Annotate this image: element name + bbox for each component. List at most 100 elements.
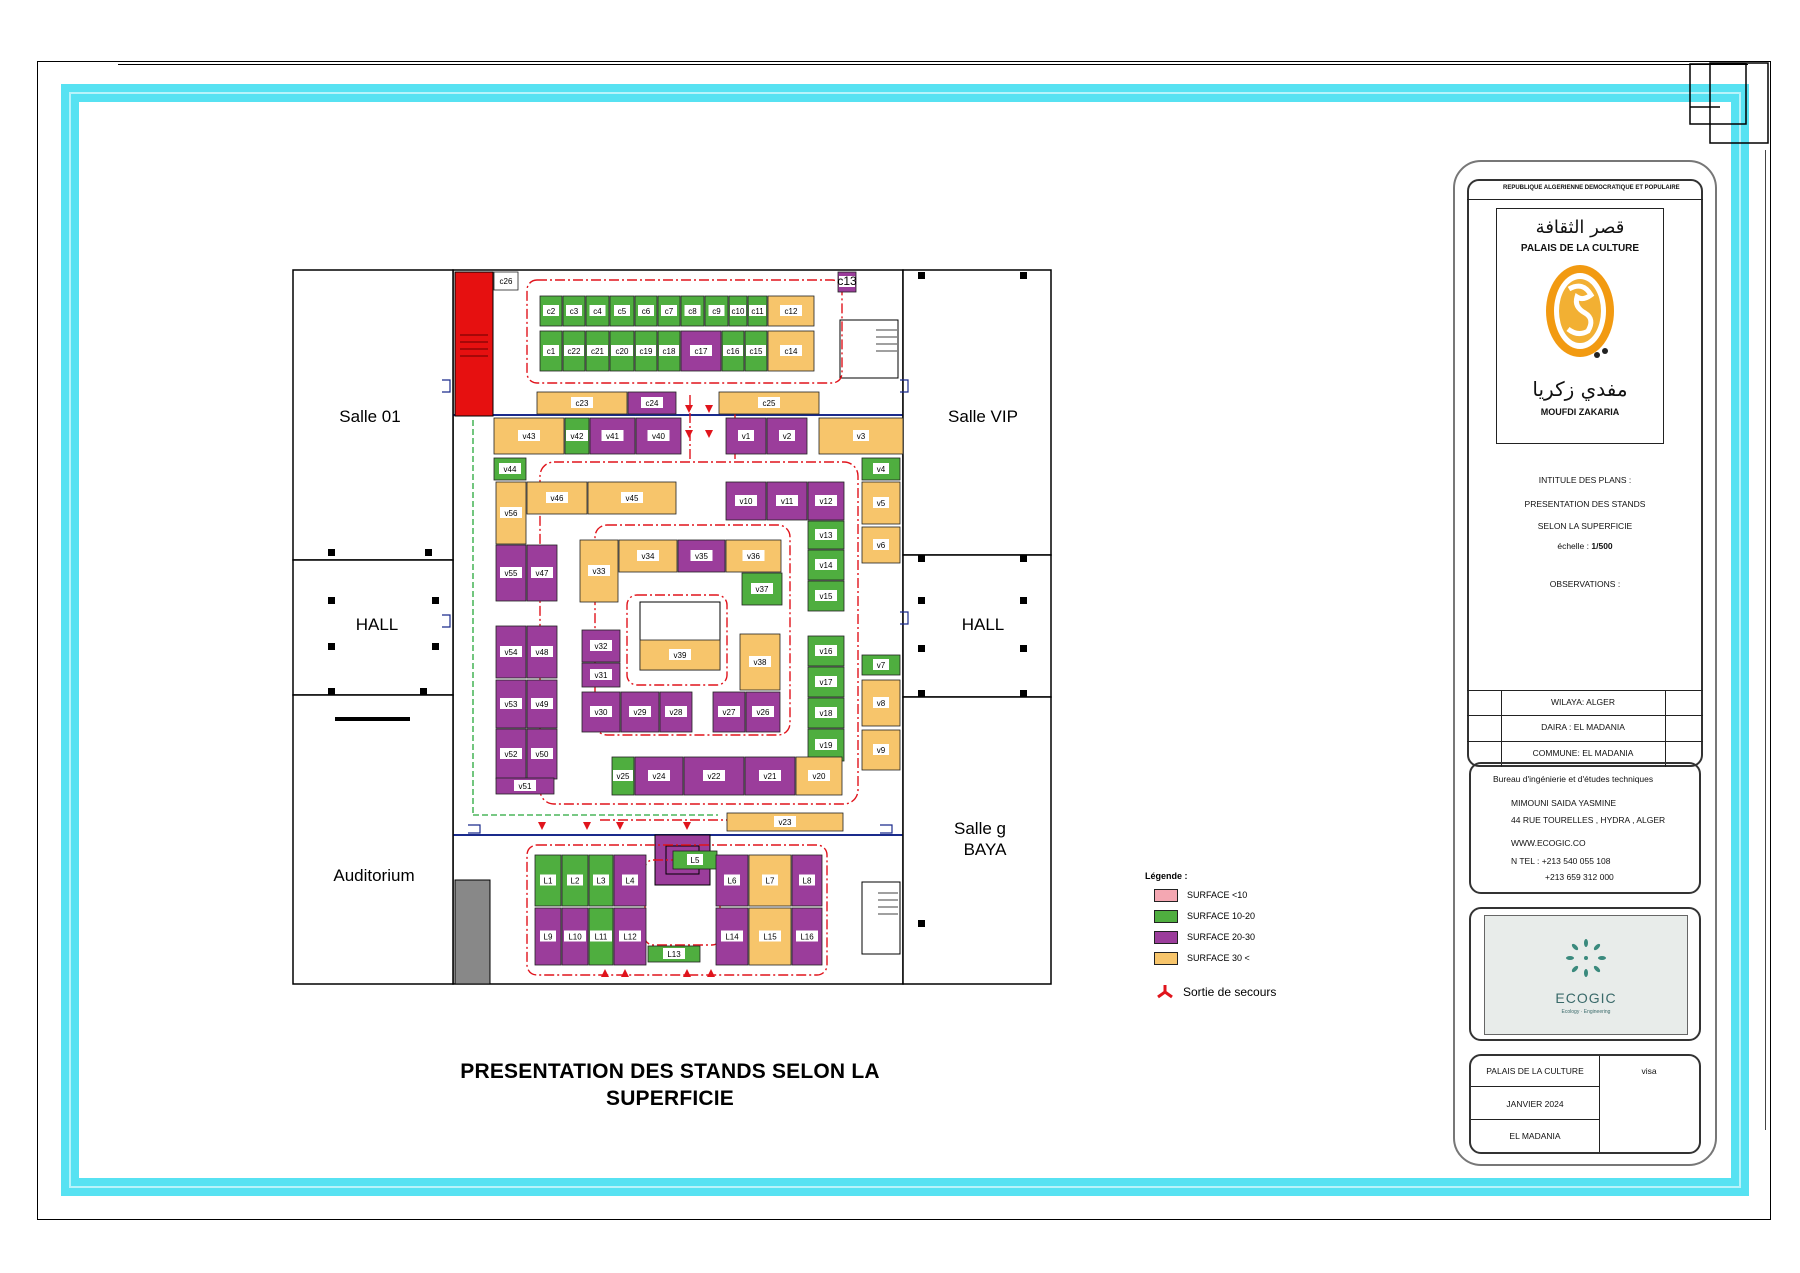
stand-c2: c2 xyxy=(539,295,563,327)
stand-v3: v3 xyxy=(818,417,904,455)
stand-label: c6 xyxy=(642,307,651,316)
stand-c4: c4 xyxy=(585,295,610,327)
stand-l1: L1 xyxy=(534,854,562,907)
stand-label: v4 xyxy=(877,465,886,474)
stand-label: v13 xyxy=(820,531,833,540)
stand-label: c23 xyxy=(576,399,589,408)
stand-v7: v7 xyxy=(861,654,901,676)
stand-label: L15 xyxy=(763,933,777,942)
corner-marks xyxy=(1689,62,1769,144)
stand-c24: c24 xyxy=(627,391,677,415)
stand-l9: L9 xyxy=(534,907,562,966)
stand-label: c4 xyxy=(593,307,602,316)
legend-item: SURFACE 30 < xyxy=(1154,951,1250,965)
evacuation-path xyxy=(472,420,718,816)
plan-name-line1: PRESENTATION DES STANDS xyxy=(1524,499,1646,509)
stand-label: c20 xyxy=(616,347,629,356)
stand-c19: c19 xyxy=(634,330,658,372)
stand-label: v29 xyxy=(634,708,647,717)
stand-label: v17 xyxy=(820,678,833,687)
stand-v1: v1 xyxy=(725,417,767,455)
date-text: JANVIER 2024 xyxy=(1506,1099,1564,1109)
exit-legend-label: Sortie de secours xyxy=(1183,985,1277,999)
stand-label: v43 xyxy=(523,432,536,441)
stand-label: v35 xyxy=(695,552,708,561)
stand-label: c8 xyxy=(688,307,697,316)
stand-c8: c8 xyxy=(680,295,705,327)
stand-label: v30 xyxy=(595,708,608,717)
stand-label: v21 xyxy=(764,772,777,781)
room-label-hall-left: HALL xyxy=(356,615,399,634)
stand-label: v47 xyxy=(536,569,549,578)
stand-label: v6 xyxy=(877,541,886,550)
legend-label: SURFACE 20-30 xyxy=(1187,932,1256,942)
stand-v27: v27 xyxy=(712,691,746,733)
stand-v11: v11 xyxy=(766,481,808,521)
stand-label: v28 xyxy=(670,708,683,717)
stand-c11: c11 xyxy=(747,295,768,327)
room-hall-left-outline xyxy=(292,559,454,696)
logo-french: PALAIS DE LA CULTURE xyxy=(1520,243,1640,254)
legend-item: SURFACE <10 xyxy=(1154,888,1247,902)
stand-label: v39 xyxy=(674,651,687,660)
room-salle01-outline xyxy=(292,269,454,561)
room-label-baya-line1: Salle g xyxy=(954,819,1006,838)
room-hall-right-outline xyxy=(902,554,1052,698)
stand-l14: L14 xyxy=(715,907,749,966)
stand-v33: v33 xyxy=(579,539,619,603)
plan-title-line2: SUPERFICIE xyxy=(605,1087,735,1110)
stand-label: v7 xyxy=(877,661,886,670)
stand-v31: v31 xyxy=(581,662,621,688)
stand-label: v20 xyxy=(813,772,826,781)
legend-item: SURFACE 20-30 xyxy=(1154,930,1255,944)
stand-v51: v51 xyxy=(495,777,555,795)
stand-label: v3 xyxy=(857,432,866,441)
stand-label: c14 xyxy=(785,347,798,356)
stand-l5: L5 xyxy=(672,850,718,870)
stand-v45: v45 xyxy=(587,481,677,515)
stand-label: L8 xyxy=(803,877,812,886)
sheet-border xyxy=(37,61,1771,1220)
stand-c18: c18 xyxy=(657,330,681,372)
plan-name-line2: SELON LA SUPERFICIE xyxy=(1537,521,1633,531)
logo-arabic-bottom: مفدي زكريا xyxy=(1532,377,1628,401)
stand-v28: v28 xyxy=(659,691,693,733)
stand-l7: L7 xyxy=(748,854,792,907)
stand-label: v22 xyxy=(708,772,721,781)
stand-label: v16 xyxy=(820,647,833,656)
stand-label: c1 xyxy=(547,347,556,356)
stand-label: v45 xyxy=(626,494,639,503)
stand-c20: c20 xyxy=(609,330,635,372)
stand-label: v38 xyxy=(754,658,767,667)
stand-label: c16 xyxy=(727,347,740,356)
stand-c13: c13 xyxy=(837,271,857,293)
stand-label: c10 xyxy=(732,307,745,316)
stand-l16: L16 xyxy=(791,907,823,966)
stand-label: v46 xyxy=(551,494,564,503)
stand-v56: v56 xyxy=(495,481,527,545)
brand-tagline: Ecology · Engineering xyxy=(1561,1009,1611,1015)
republic-header: REPUBLIQUE ALGERIENNE DEMOCRATIQUE ET PO… xyxy=(1503,185,1680,191)
stand-label: L5 xyxy=(691,856,700,865)
stand-v42: v42 xyxy=(564,417,590,455)
door-marks xyxy=(442,379,909,834)
stand-c25: c25 xyxy=(718,391,820,415)
stand-v9: v9 xyxy=(861,729,901,771)
stand-label: v36 xyxy=(747,552,760,561)
stand-label: c26 xyxy=(500,277,513,286)
stand-v24: v24 xyxy=(634,756,684,796)
brand-name: ECOGIC xyxy=(1555,990,1617,1006)
stand-l13: L13 xyxy=(647,945,701,963)
stand-label: v2 xyxy=(783,432,792,441)
stand-v40: v40 xyxy=(635,417,682,455)
stand-label: L6 xyxy=(728,877,737,886)
logo-arabic-top: قصر الثقافة xyxy=(1535,217,1625,238)
stand-v21: v21 xyxy=(744,756,796,796)
stand-v30: v30 xyxy=(581,691,621,733)
stand-c6: c6 xyxy=(634,295,658,327)
bureau-box: Bureau d'ingénierie et d'études techniqu… xyxy=(1469,762,1701,894)
stand-v19: v19 xyxy=(807,728,845,762)
stand-label: v8 xyxy=(877,699,886,708)
stand-label: v25 xyxy=(617,772,630,781)
client-name: PALAIS DE LA CULTURE xyxy=(1486,1066,1584,1076)
